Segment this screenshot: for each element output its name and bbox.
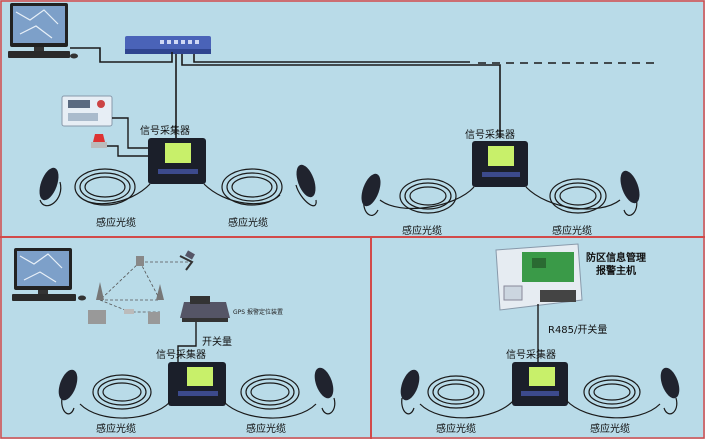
cable-label-2b: 感应光缆 bbox=[552, 224, 592, 237]
sensor-pods-4 bbox=[400, 367, 680, 401]
cable-label-1b: 感应光缆 bbox=[228, 216, 268, 229]
control-panel-icon bbox=[61, 95, 113, 127]
cable-label-2a: 感应光缆 bbox=[402, 224, 442, 237]
cable-label-4b: 感应光缆 bbox=[590, 422, 630, 435]
network-switch-icon bbox=[125, 36, 211, 54]
gps-label: GPS 报警定位装置 bbox=[233, 308, 283, 316]
fiber-coils-2 bbox=[363, 178, 638, 216]
alarm-host-icon bbox=[495, 243, 583, 311]
sensor-pods-3 bbox=[58, 367, 334, 401]
host-label-line1: 防区信息管理 bbox=[586, 251, 646, 264]
signal-collector-2 bbox=[472, 141, 528, 187]
signal-collector-4 bbox=[512, 362, 568, 406]
monitor-icon-2 bbox=[12, 248, 86, 301]
cable-label-3a: 感应光缆 bbox=[96, 422, 136, 435]
network-wires bbox=[70, 47, 660, 138]
fiber-coils-1 bbox=[39, 168, 317, 207]
fiber-coils-3 bbox=[61, 374, 336, 419]
sensor-pods-1 bbox=[39, 164, 316, 201]
host-label-line2: 报警主机 bbox=[596, 264, 636, 277]
monitor-icon bbox=[8, 3, 78, 59]
alarm-light-icon bbox=[91, 134, 107, 148]
rs485-label: R485/开关量 bbox=[548, 323, 607, 336]
signal-collector-1 bbox=[148, 138, 206, 184]
gps-network-icon bbox=[88, 250, 195, 324]
cable-label-1a: 感应光缆 bbox=[96, 216, 136, 229]
cable-label-4a: 感应光缆 bbox=[436, 422, 476, 435]
collector-label-1: 信号采集器 bbox=[140, 124, 190, 137]
cable-label-3b: 感应光缆 bbox=[246, 422, 286, 435]
signal-collector-3 bbox=[168, 362, 226, 406]
gps-device-icon bbox=[180, 296, 230, 322]
fiber-coils-4 bbox=[401, 375, 678, 419]
gps-wires bbox=[177, 322, 197, 362]
collector-label-4: 信号采集器 bbox=[506, 348, 556, 361]
collector-label-2: 信号采集器 bbox=[465, 128, 515, 141]
collector-label-3: 信号采集器 bbox=[156, 348, 206, 361]
sensor-pods-2 bbox=[361, 170, 640, 207]
alarm-wires bbox=[107, 117, 150, 157]
switch-qty-label: 开关量 bbox=[202, 335, 232, 348]
